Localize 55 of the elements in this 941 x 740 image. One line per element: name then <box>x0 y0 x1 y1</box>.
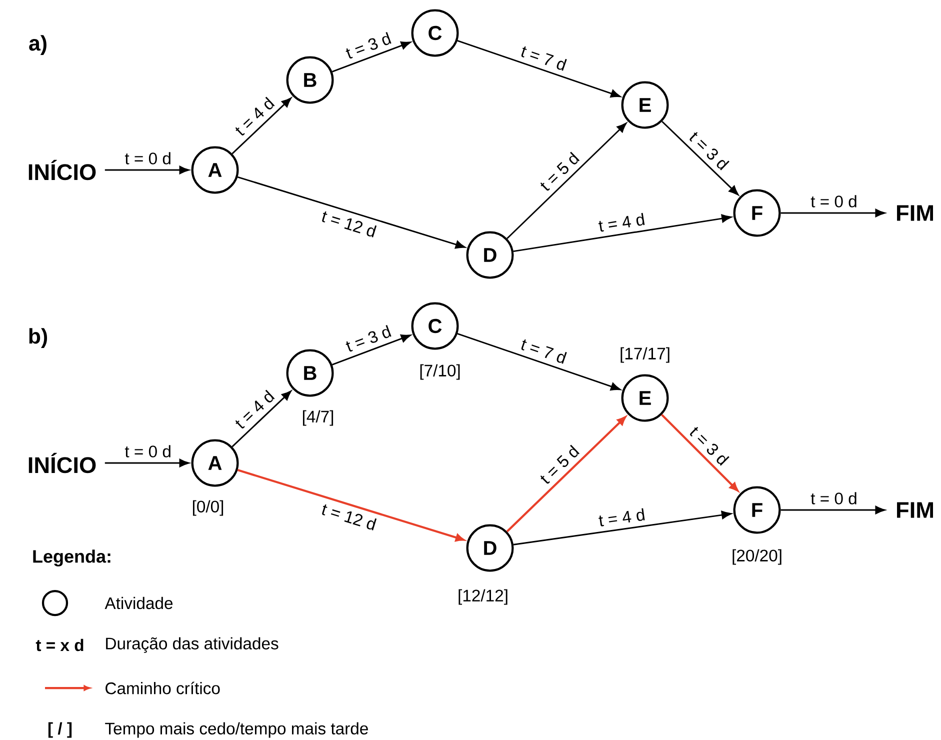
arrow <box>780 506 886 514</box>
arrow <box>506 122 627 240</box>
time-label: [12/12] <box>458 589 508 605</box>
edge-label: t = 0 d <box>810 492 856 504</box>
edge-label: t = 4 d <box>598 508 645 526</box>
time-label: [0/0] <box>192 500 224 516</box>
legend-text: Tempo mais cedo/tempo mais tarde <box>105 722 368 738</box>
part-label: a) <box>29 35 46 55</box>
edge-label: t = 5 d <box>540 152 580 191</box>
legend-text: Caminho crítico <box>106 682 220 694</box>
legend-symbol: t = x d <box>36 638 84 652</box>
edge-label: t = 4 d <box>235 96 275 136</box>
edge-label: t = 4 d <box>235 390 275 428</box>
arrow <box>332 334 411 366</box>
edge-label: t = 0 d <box>124 152 170 164</box>
time-label: [7/10] <box>420 364 460 380</box>
arrow <box>513 510 732 546</box>
arrow <box>662 120 739 196</box>
legend-title: Legenda: <box>33 550 110 566</box>
time-label: [20/20] <box>732 549 782 565</box>
edge-label: t = 3 d <box>346 32 392 59</box>
time-label: [17/17] <box>620 347 670 363</box>
edge-label: t = 7 d <box>521 339 567 364</box>
edge-label: t = 7 d <box>521 46 567 71</box>
edge-label: t = 3 d <box>690 132 730 170</box>
time-label: [4/7] <box>302 410 334 426</box>
edge-label: t = 3 d <box>690 427 730 466</box>
edge-label: t = 5 d <box>540 444 580 484</box>
arrow <box>104 166 190 174</box>
edge-label: t = 12 d <box>322 211 377 238</box>
legend-text: Duração das atividades <box>106 637 278 653</box>
edge-label: t = 12 d <box>322 504 377 530</box>
legend-symbol: [ / ] <box>48 722 72 738</box>
arrow <box>232 98 292 154</box>
arrow <box>661 414 738 492</box>
arrow <box>237 469 464 542</box>
edge-label: t = 0 d <box>810 195 856 208</box>
arrow <box>780 208 886 218</box>
arrow <box>506 416 626 532</box>
arrow <box>457 333 621 391</box>
arrow <box>232 390 292 448</box>
terminal-label: FIM <box>897 502 933 518</box>
arrow <box>104 458 190 468</box>
edge-label: t = 4 d <box>598 212 645 232</box>
edge-label: t = 3 d <box>346 324 392 352</box>
terminal-label: INÍCIO <box>28 452 96 474</box>
part-label: b) <box>29 328 48 348</box>
arrow <box>237 176 466 249</box>
arrow <box>332 41 411 72</box>
arrow <box>457 40 621 98</box>
legend-text: Atividade <box>104 596 173 610</box>
terminal-label: FIM <box>897 205 933 221</box>
terminal-label: INÍCIO <box>28 160 96 180</box>
edge-label: t = 0 d <box>124 445 170 458</box>
arrow <box>513 214 732 252</box>
